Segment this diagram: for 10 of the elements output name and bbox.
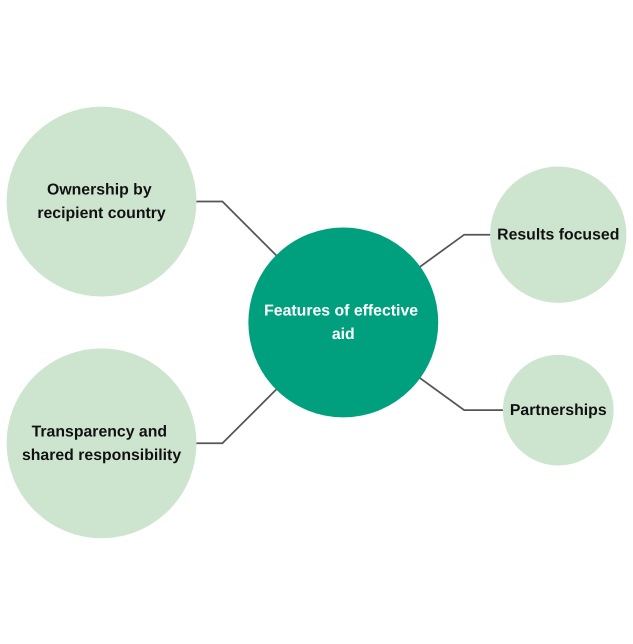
node-circle (248, 227, 438, 417)
diagram: Ownership by recipient country Transparency and shared responsibility Features of effective aid Results focused Partnerships (0, 100, 633, 544)
node-circle (6, 106, 196, 296)
connector (419, 233, 491, 268)
node-circle (490, 166, 626, 302)
connector (196, 200, 278, 256)
node-circle (6, 348, 196, 538)
connector (419, 376, 504, 411)
connector (196, 388, 278, 444)
node-circle (502, 354, 614, 466)
